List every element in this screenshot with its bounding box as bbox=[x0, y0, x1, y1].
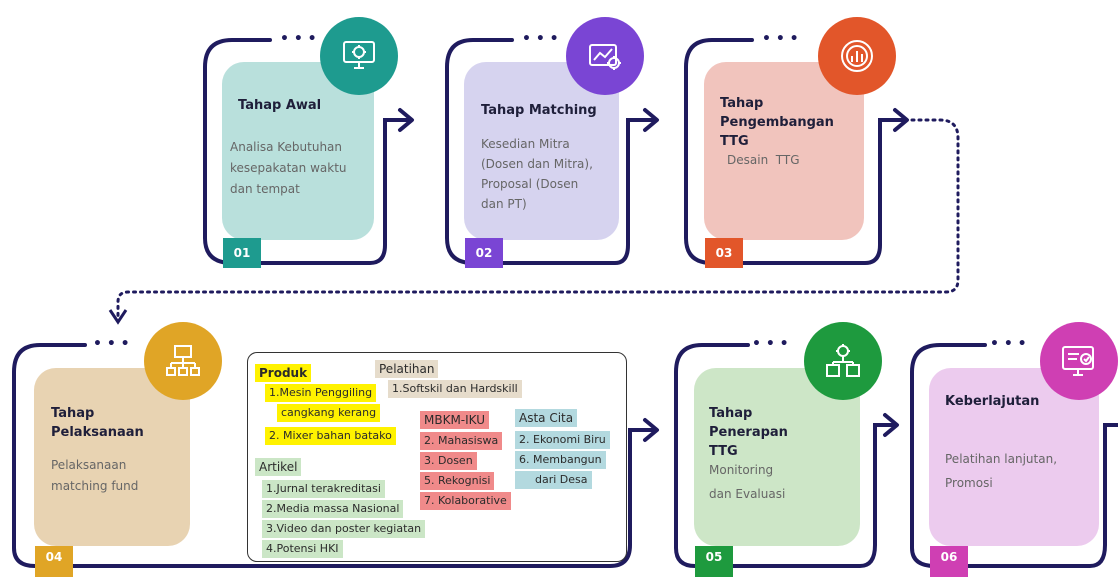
stage-card-4 bbox=[34, 368, 190, 546]
dotted-connector bbox=[116, 118, 960, 320]
stage-icon-circle-5 bbox=[804, 322, 882, 400]
stage-number-badge-6: 06 bbox=[930, 546, 968, 577]
stage-dots-2: • • • bbox=[522, 31, 559, 47]
stage-icon-circle-1 bbox=[320, 17, 398, 95]
output-mbkm-item: 2. Mahasiswa bbox=[420, 432, 503, 450]
output-artikel-item: 4.Potensi HKI bbox=[262, 540, 343, 558]
frame-stage-2 bbox=[445, 38, 657, 265]
boxes-gear-icon bbox=[826, 344, 860, 377]
output-artikel-label: Artikel bbox=[255, 458, 302, 476]
stage-icon-circle-2 bbox=[566, 17, 644, 95]
stage-dots-5: • • • bbox=[752, 336, 789, 352]
output-produk-item: 2. Mixer bahan batako bbox=[265, 427, 396, 445]
stage-card-3 bbox=[704, 62, 864, 240]
stage-desc-6: Pelatihan lanjutan,Promosi bbox=[945, 452, 1058, 490]
output-artikel-item: 3.Video dan poster kegiatan bbox=[262, 520, 426, 538]
output-mbkm-label: MBKM-IKU bbox=[420, 411, 490, 429]
stage-number-badge-5: 05 bbox=[695, 546, 733, 577]
stage-number-badge-4: 04 bbox=[35, 546, 73, 577]
stage-dots-3: • • • bbox=[762, 31, 799, 47]
output-mbkm-item: 3. Dosen bbox=[420, 452, 477, 470]
frame-stage-3 bbox=[684, 38, 907, 265]
frame-stage-1 bbox=[203, 38, 412, 265]
output-asta-cita-label: Asta Cita bbox=[515, 409, 578, 427]
stage-dots-6: • • • bbox=[990, 336, 1027, 352]
output-asta-cita-item: dari Desa bbox=[515, 471, 592, 489]
stage-dots-1: • • • bbox=[280, 31, 317, 47]
output-pelatihan-label: Pelatihan bbox=[375, 360, 439, 378]
output-artikel-item: 1.Jurnal terakreditasi bbox=[262, 480, 385, 498]
arrowhead-1 bbox=[398, 108, 414, 132]
output-produk-label: Produk bbox=[255, 364, 312, 382]
stage-number-badge-1: 01 bbox=[223, 238, 261, 268]
arrowhead-4 bbox=[643, 418, 659, 442]
stage-number-badge-3: 03 bbox=[705, 238, 743, 268]
stage-title-6: Keberlajutan bbox=[945, 394, 1040, 409]
stage-desc-2: Kesedian Mitra(Dosen dan Mitra),Proposal… bbox=[481, 137, 593, 211]
stage-desc-3: Desain TTG bbox=[727, 153, 800, 167]
frame-stage-4 bbox=[12, 343, 657, 568]
arrowhead-2 bbox=[643, 108, 659, 132]
presentation-check-icon bbox=[1062, 346, 1094, 376]
frame-stage-5 bbox=[674, 343, 897, 568]
stage-dots-4: • • • bbox=[93, 336, 130, 352]
stage-title-5: Tahap Penerapan TTG bbox=[709, 406, 788, 459]
output-mbkm-item: 7. Kolaborative bbox=[420, 492, 511, 510]
output-artikel-item: 2.Media massa Nasional bbox=[262, 500, 404, 518]
monitor-settings-icon bbox=[343, 41, 375, 69]
stage-icon-circle-4 bbox=[144, 322, 222, 400]
output-pelatihan-item: 1.Softskil dan Hardskill bbox=[388, 380, 522, 398]
stage-icon-circle-3 bbox=[818, 17, 896, 95]
output-asta-cita-item: 2. Ekonomi Biru bbox=[515, 431, 610, 449]
stage-title-2: Tahap Matching bbox=[481, 103, 597, 118]
stage-number-badge-2: 02 bbox=[465, 238, 503, 268]
stage-title-4: Tahap Pelaksanaan bbox=[51, 406, 144, 440]
arrowhead-5 bbox=[883, 413, 899, 437]
analytics-gear-icon bbox=[589, 44, 621, 70]
circular-chart-icon bbox=[841, 40, 873, 72]
stage-icon-circle-6 bbox=[1040, 322, 1118, 400]
stage-title-1: Tahap Awal bbox=[238, 98, 322, 113]
arrowhead-3 bbox=[893, 108, 909, 132]
frame-stage-6 bbox=[910, 343, 1118, 568]
stage-title-3: Tahap Pengembangan TTG bbox=[720, 96, 834, 149]
output-produk-item: cangkang kerang bbox=[277, 404, 381, 422]
output-mbkm-item: 5. Rekognisi bbox=[420, 472, 495, 490]
dotted-connector-arrowhead bbox=[108, 309, 128, 325]
output-asta-cita-item: 6. Membangun bbox=[515, 451, 606, 469]
network-icon bbox=[166, 345, 200, 376]
output-produk-item: 1.Mesin Penggiling bbox=[265, 384, 377, 402]
